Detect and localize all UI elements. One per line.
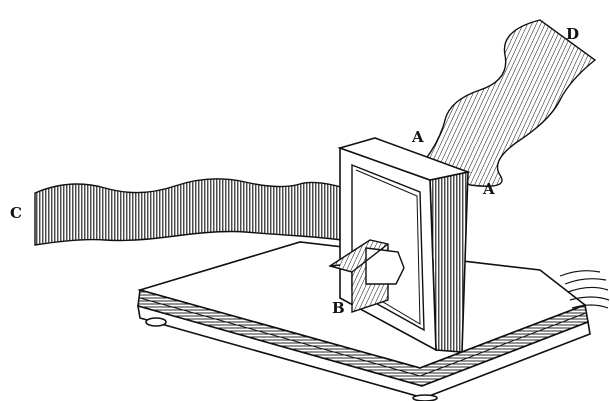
ribbon-d xyxy=(425,20,595,186)
label-a-top: A xyxy=(411,128,424,146)
label-b: B xyxy=(332,299,345,317)
label-d: D xyxy=(566,25,579,43)
label-a-right: A xyxy=(482,180,495,198)
ribbon-c xyxy=(35,179,365,245)
label-c: C xyxy=(10,204,22,222)
